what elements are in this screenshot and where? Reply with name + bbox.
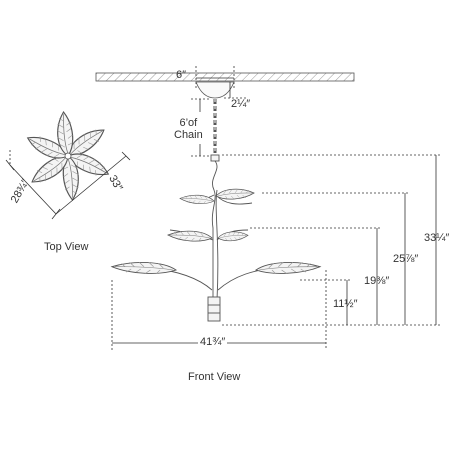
canopy-width-label: 6″ [176,69,187,81]
chandelier-top-view [24,111,112,201]
chain-length-dimension [191,98,212,157]
canopy-width-dimension [195,66,235,90]
chain-length-label: 6’of Chain [174,117,203,141]
chain-length-unit: Chain [174,129,203,141]
mid-tier-height-label: 19⅜″ [364,275,390,287]
front-view-caption: Front View [188,371,241,383]
overall-width-label: 41¾″ [198,336,228,348]
chandelier-front-view [149,154,276,322]
canopy-depth-dimension [224,82,248,99]
canopy-depth-label: 2¼″ [231,98,251,110]
overall-height-label: 33¼″ [424,232,450,244]
upper-tier-height-label: 25⅞″ [393,253,419,265]
chain-length-value: 6’of [179,117,198,129]
ceiling [95,72,355,82]
top-view-dimensions [5,150,131,220]
lower-tier-height-label: 11½″ [333,298,358,310]
canopy [195,81,235,99]
top-view-caption: Top View [44,241,89,253]
height-dimensions [222,154,440,326]
